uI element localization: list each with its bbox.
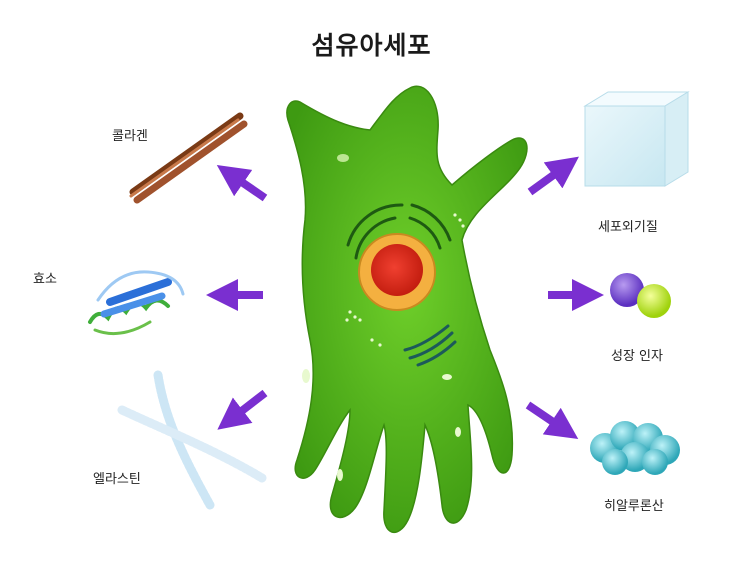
growth-factor-illustration (610, 273, 671, 318)
label-hyaluronic-acid: 히알루론산 (604, 499, 664, 514)
diagram-title: 섬유아세포 (311, 31, 432, 60)
label-elastin: 엘라스틴 (93, 472, 141, 487)
extracellular-matrix-illustration (583, 91, 690, 187)
label-collagen: 콜라겐 (112, 129, 148, 144)
collagen-illustration (129, 112, 248, 204)
elastin-illustration (117, 370, 267, 510)
arrow-to-elastin (217, 389, 268, 430)
label-extracellular-matrix: 세포외기질 (598, 220, 658, 235)
arrow-to-ecm (527, 156, 579, 196)
nucleus (358, 233, 436, 311)
arrow-to-hyaluronic-acid (525, 401, 579, 439)
arrow-to-collagen (216, 164, 268, 202)
fibroblast-cell (286, 85, 528, 534)
hyaluronic-acid-illustration (590, 421, 680, 475)
arrows (206, 156, 604, 439)
label-enzyme: 효소 (33, 272, 57, 287)
enzyme-illustration (88, 270, 185, 336)
golgi-apparatus (403, 324, 457, 367)
label-growth-factor: 성장 인자 (611, 349, 663, 364)
